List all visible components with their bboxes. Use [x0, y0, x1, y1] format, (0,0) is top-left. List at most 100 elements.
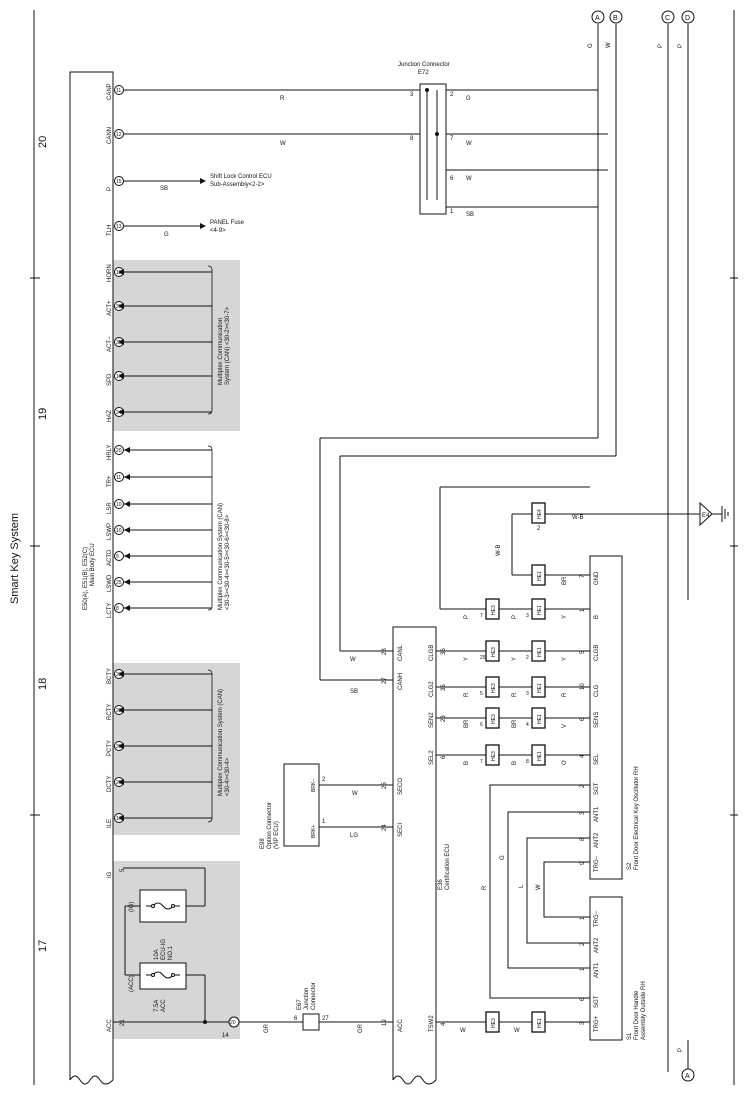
wire-color: G: [466, 96, 471, 102]
wire-color: R: [562, 692, 568, 697]
pin-circle-icon: [114, 603, 124, 613]
s1-handle-box: [589, 896, 623, 1041]
cert-pin-num: 27: [382, 677, 388, 684]
ecu-pin-num: 10: [116, 502, 122, 508]
wire-color: BR: [464, 719, 470, 728]
arrow-icon: [118, 743, 124, 749]
ecu-pin-num: 13: [116, 224, 122, 230]
certification-ecu-box: [392, 626, 437, 1080]
ecu-pin-name: LSWP: [107, 523, 113, 540]
multiplex-shade-1: [113, 260, 240, 431]
wire-color: G: [500, 855, 506, 860]
cert-pin-num: 6: [441, 755, 447, 759]
wire-color: O: [562, 760, 568, 765]
junction-connector-e67: [302, 1013, 320, 1031]
ecu-pin-num: 25: [116, 580, 122, 586]
arrow-icon: [124, 501, 130, 507]
wire-color: Y: [512, 657, 518, 661]
e67-pin: 27: [322, 1016, 329, 1022]
pin-circle-icon: [114, 472, 124, 482]
junction-label: Junction Connector: [398, 62, 450, 68]
s1-pin-num: 6: [580, 997, 586, 1001]
fuse-name: ACC: [161, 999, 167, 1012]
s1-name: Assembly Outside RH: [641, 981, 647, 1040]
s1-pin-name: TRG+: [594, 1015, 600, 1032]
offpage-d-icon: [681, 10, 695, 24]
wire-color: W: [514, 1028, 520, 1034]
arrow-icon: [118, 303, 124, 309]
pin-circle-icon: [114, 499, 124, 509]
cert-pin-name: CANH: [398, 673, 404, 690]
wire-color: GR: [264, 1023, 270, 1033]
arrow-icon: [124, 527, 130, 533]
wire-sgt: [489, 784, 590, 999]
connector-label: HE3: [491, 605, 497, 615]
ecu-pin-name: IG: [107, 871, 113, 878]
ecu-pin-name: ACC: [107, 1019, 113, 1032]
arrow-icon: [118, 671, 124, 677]
arrow-icon: [200, 223, 206, 229]
wire-color: B: [512, 761, 518, 765]
wire-color: G: [588, 43, 594, 48]
wire-color-tlh: G: [164, 232, 169, 238]
fuse-name: 10A: [154, 949, 160, 960]
wire-color: W-B: [572, 515, 584, 521]
s2-pin-name: ANT1: [594, 806, 600, 822]
wire-color: V: [562, 724, 568, 728]
connector-pin: 6: [480, 722, 483, 728]
s2-pin-num: 3: [580, 811, 586, 815]
pin-circle-icon: [114, 445, 124, 455]
page-title: Smart Key System: [9, 513, 21, 604]
cert-pin-num: 28: [382, 648, 388, 655]
connector-label: HE1: [537, 751, 543, 761]
fuse-label: (ACC): [129, 975, 135, 992]
offpage-c-icon: [661, 10, 675, 24]
ecu-pin-name: LSWD: [107, 574, 113, 592]
wire-color: P: [464, 615, 470, 619]
offpage-b-icon: [609, 10, 623, 24]
multiplex-label: Multiplex Communication System (CAN): [218, 503, 224, 610]
multiplex-label: <30-4><30-4>: [225, 757, 231, 796]
s2-pin-name: SGT: [594, 782, 600, 795]
arrow-icon: [118, 815, 124, 821]
s2-pin-num: 6: [580, 717, 586, 721]
wire-color: BR: [512, 719, 518, 728]
wire-color: L: [519, 884, 525, 888]
connector-pin: 7: [480, 759, 483, 765]
option-label: Option Connector: [267, 802, 273, 849]
ecu-pin-num: 5: [116, 554, 119, 560]
ecu-pin-name: RCTY: [107, 704, 113, 720]
jb-pin: 6: [450, 176, 454, 182]
jb-pin: 2: [450, 92, 454, 98]
ecu-pin-num: 35: [116, 340, 122, 346]
cert-pin-name: SECI: [398, 823, 404, 837]
connector-he4: [531, 502, 546, 524]
wire-color: W: [352, 791, 358, 797]
wire-color: Y: [464, 657, 470, 661]
junction-connector-e72: [419, 83, 447, 215]
pin-circle-icon: [114, 525, 124, 535]
fuse-acc: [139, 962, 187, 990]
offpage-a2: A: [685, 1073, 690, 1080]
offpage-b: B: [613, 15, 618, 22]
ecu-pin-name: ILE: [107, 819, 113, 828]
ecu-pin-name: DCTY: [107, 776, 113, 792]
s2-pin-name: ANT2: [594, 832, 600, 848]
fuse-name: NO.1: [168, 945, 174, 960]
e67-label: E67: [297, 999, 303, 1010]
ecu-break-mark: [69, 1075, 114, 1085]
fuse-name: ECU-IG: [161, 939, 167, 960]
ecu-pin-name: BCTY: [107, 668, 113, 684]
fuse-terminal-icon: [151, 973, 155, 977]
offpage-c: C: [665, 15, 670, 22]
arrow-icon: [124, 474, 130, 480]
s1-pin-num: 3: [580, 1021, 586, 1025]
option-connector-e98: [283, 763, 320, 847]
e67-pin: 6: [294, 1016, 298, 1022]
junction-dot: [203, 1020, 207, 1024]
ecu-pin-num: 23: [116, 672, 122, 678]
multiplex-label: <30-3><30-4><30-5><30-6><30-8>: [225, 514, 231, 610]
jb-pin: 3: [410, 92, 414, 98]
multiplex-shade-3: [113, 663, 240, 835]
ecu-pin-num: 17: [116, 374, 122, 380]
